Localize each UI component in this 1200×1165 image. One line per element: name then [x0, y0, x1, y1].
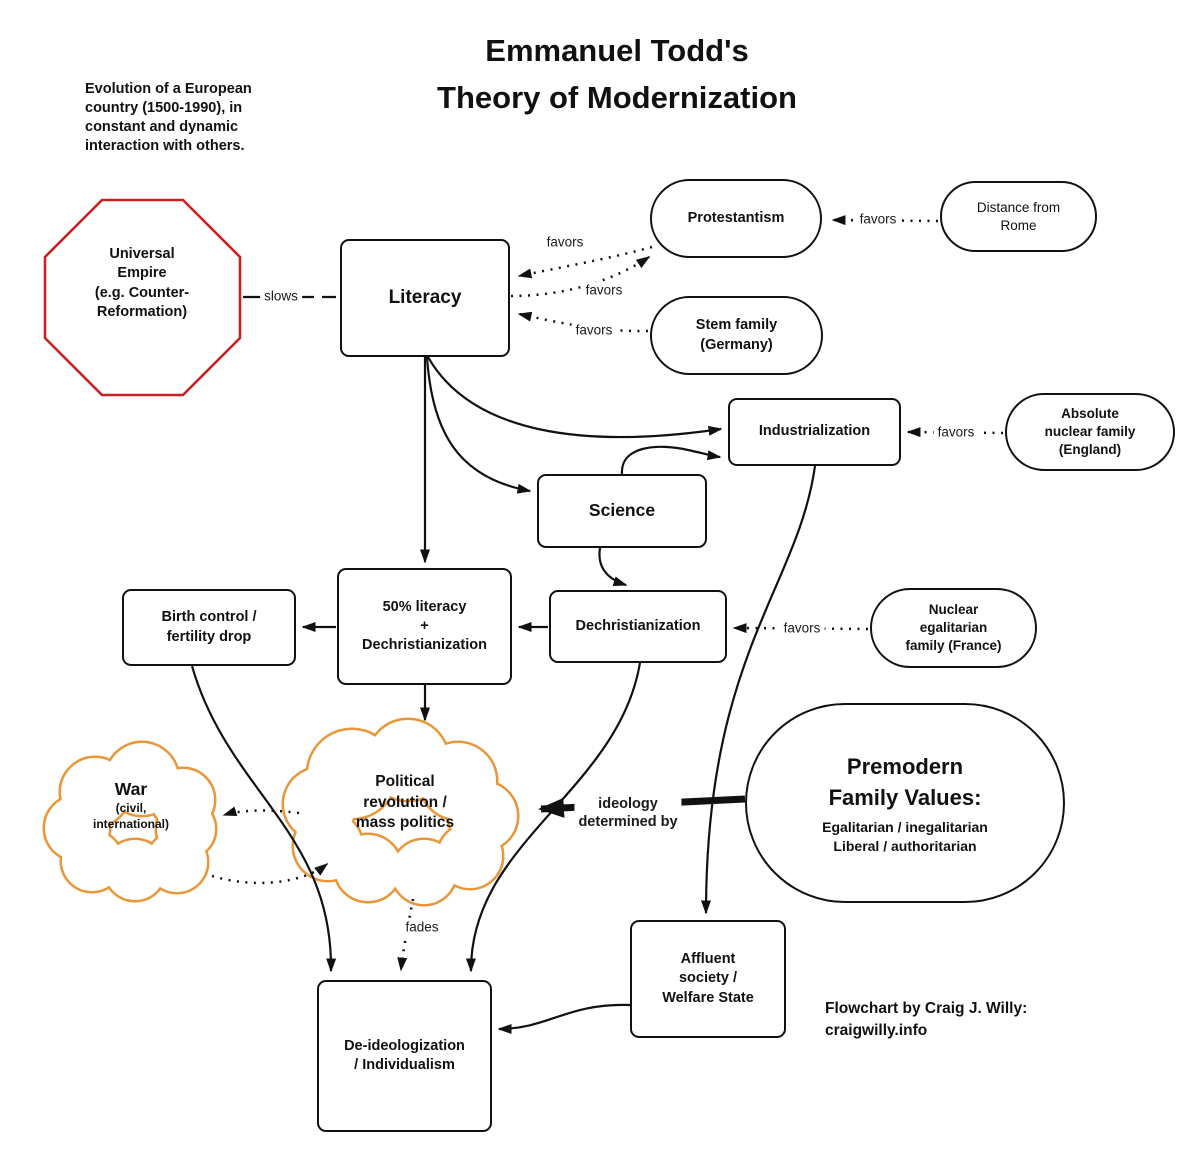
edge-label-ideology-determined-by: ideology determined by [574, 793, 682, 833]
node-label: Distance from Rome [976, 199, 1061, 233]
node-premodern-family-values: Premodern Family Values: Egalitarian / i… [745, 703, 1065, 903]
node-political-revolution: Political revolution / mass politics [320, 772, 490, 834]
node-label: De-ideologization / Individualism [344, 1037, 465, 1073]
node-label: Protestantism [687, 209, 785, 226]
node-subtitle: (civil, international) [92, 801, 169, 832]
node-label: Science [588, 500, 656, 521]
edge-label-favors-stem-literacy: favors [571, 321, 617, 341]
arrow-literacy-to-science [425, 356, 532, 494]
edge-label-slows: slows [260, 287, 302, 307]
edge-label-favors-protestantism-literacy: favors [542, 233, 588, 253]
arrow-literacy-to-protestantism [510, 255, 651, 298]
node-label: Stem family (Germany) [695, 317, 778, 353]
node-fifty-literacy: 50% literacy + Dechristianization [337, 568, 512, 685]
node-war: War (civil, international) [56, 778, 206, 833]
universal-empire-octagon [43, 198, 242, 397]
node-stem-family: Stem family (Germany) [650, 296, 823, 375]
node-label: Birth control / fertility drop [161, 609, 257, 645]
node-industrialization: Industrialization [728, 398, 901, 466]
node-title: Premodern Family Values: [828, 753, 982, 811]
arrow-literacy-to-industrialization [427, 356, 723, 439]
node-nuclear-egalitarian-family: Nuclear egalitarian family (France) [870, 588, 1037, 668]
arrow-science-to-dechristianization [598, 547, 628, 587]
arrow-protestantism-to-literacy [517, 245, 653, 279]
edge-label-favors-absolute-industrialization: favors [933, 423, 979, 443]
arrow-political-revolution-to-war [222, 806, 300, 817]
intro-note: Evolution of a European country (1500-19… [85, 81, 252, 155]
node-subtitle: Egalitarian / inegalitarian Liberal / au… [822, 819, 988, 854]
political-revolution-cloud-shape [281, 717, 520, 907]
war-cloud-shape [42, 740, 218, 903]
node-protestantism: Protestantism [650, 179, 822, 258]
edge-label-fades: fades [401, 918, 443, 938]
node-label: Literacy [388, 287, 462, 309]
edge-label-favors-rome-protestantism: favors [855, 210, 901, 230]
edge-label-favors-literacy-protestantism: favors [581, 281, 627, 301]
node-distance-from-rome: Distance from Rome [940, 181, 1097, 252]
node-deideologization: De-ideologization / Individualism [317, 980, 492, 1132]
node-label: Nuclear egalitarian family (France) [905, 602, 1002, 653]
node-science: Science [537, 474, 707, 548]
node-label: Political revolution / mass politics [355, 773, 455, 832]
node-label: 50% literacy + Dechristianization [362, 598, 487, 654]
node-label: Dechristianization [575, 617, 701, 634]
arrow-science-to-industrialization [620, 445, 722, 475]
node-affluent-society: Affluent society / Welfare State [630, 920, 786, 1038]
node-literacy: Literacy [340, 239, 510, 357]
arrow-nuclear-to-dechristianization [732, 623, 869, 634]
node-absolute-nuclear-family: Absolute nuclear family (England) [1005, 393, 1175, 471]
node-title: War [114, 779, 148, 799]
arrow-birth-control-to-deideologization [190, 665, 337, 973]
node-universal-empire: Universal Empire (e.g. Counter- Reformat… [94, 246, 190, 320]
node-birth-control: Birth control / fertility drop [122, 589, 296, 666]
node-label: Industrialization [758, 423, 871, 440]
page-title: Emmanuel Todd's Theory of Modernization [437, 33, 797, 115]
node-dechristianization: Dechristianization [549, 590, 727, 663]
edge-label-favors-nuclear-dechristianization: favors [779, 619, 825, 639]
arrow-affluent-to-deideologization [497, 1003, 631, 1034]
credit-text: Flowchart by Craig J. Willy: craigwilly.… [825, 1000, 1028, 1040]
node-label: Affluent society / Welfare State [662, 951, 754, 1006]
node-label: Absolute nuclear family (England) [1044, 406, 1136, 457]
arrow-industrialization-to-affluent [701, 465, 817, 915]
